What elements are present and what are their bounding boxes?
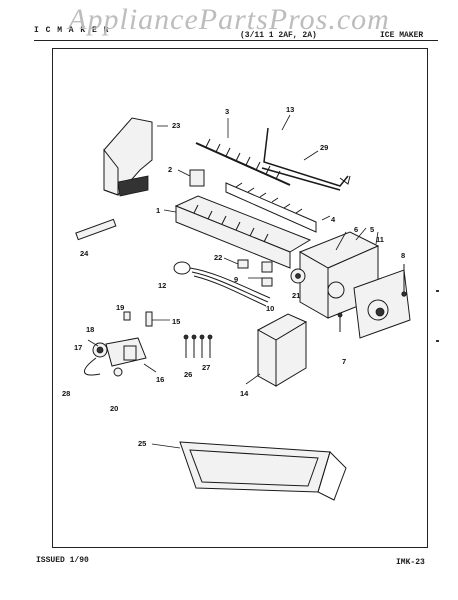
callout-29: 29 <box>320 143 328 152</box>
part-25-ice-bin <box>151 441 347 501</box>
issued-date: ISSUED 1/90 <box>36 556 89 565</box>
part-13-29-shutoff-arm <box>261 114 351 191</box>
part-7-screw <box>337 312 343 332</box>
part-24-fill-tube <box>75 218 117 241</box>
callout-26: 26 <box>184 370 192 379</box>
part-14-cover <box>245 313 308 387</box>
callout-19: 19 <box>116 303 124 312</box>
part-3-ejector <box>195 118 291 186</box>
callout-18: 18 <box>86 325 94 334</box>
callout-25: 25 <box>138 439 146 448</box>
callout-8: 8 <box>401 251 405 260</box>
part-12-wire-harness <box>173 261 271 307</box>
callout-23: 23 <box>172 121 180 130</box>
header-left-label: I C M A K E R <box>34 26 110 35</box>
callout-1: 1 <box>156 206 160 215</box>
part-22-9-10-fittings <box>223 257 273 287</box>
diagram-frame <box>52 48 428 548</box>
page-code: IMK-23 <box>396 558 425 567</box>
callout-24: 24 <box>80 249 89 258</box>
callout-22: 22 <box>214 253 222 262</box>
margin-tick <box>436 290 439 292</box>
margin-tick <box>436 340 439 342</box>
part-2-thermostat <box>177 169 205 187</box>
part-11-module <box>353 269 411 339</box>
callout-14: 14 <box>240 389 249 398</box>
callout-11: 11 <box>376 235 384 244</box>
callout-9: 9 <box>234 275 238 284</box>
callout-4: 4 <box>331 215 336 224</box>
part-26-27-screws <box>183 334 213 358</box>
callout-27: 27 <box>202 363 210 372</box>
part-16-water-valve <box>84 337 157 377</box>
part-1-ice-mold <box>163 195 312 269</box>
callout-21: 21 <box>292 291 300 300</box>
callout-20: 20 <box>110 404 118 413</box>
callout-12: 12 <box>158 281 166 290</box>
header-model-label: (3/11 1 2AF, 2A) <box>240 31 317 40</box>
callout-16: 16 <box>156 375 164 384</box>
callout-15: 15 <box>172 317 180 326</box>
callout-13: 13 <box>286 105 294 114</box>
callout-6: 6 <box>354 225 358 234</box>
callout-5: 5 <box>370 225 374 234</box>
header-rule <box>34 40 438 41</box>
callout-17: 17 <box>74 343 82 352</box>
callout-3: 3 <box>225 107 229 116</box>
header-section-title: ICE MAKER <box>380 31 424 40</box>
callout-7: 7 <box>342 357 346 366</box>
part-15-19-fittings <box>123 311 170 327</box>
callout-2: 2 <box>168 165 172 174</box>
part-23-chute-cover <box>103 117 168 197</box>
callout-10: 10 <box>266 304 274 313</box>
callout-28: 28 <box>62 389 70 398</box>
part-8-screw <box>401 264 407 297</box>
part-4-stripper <box>225 182 331 233</box>
part-21-gear <box>290 268 306 284</box>
